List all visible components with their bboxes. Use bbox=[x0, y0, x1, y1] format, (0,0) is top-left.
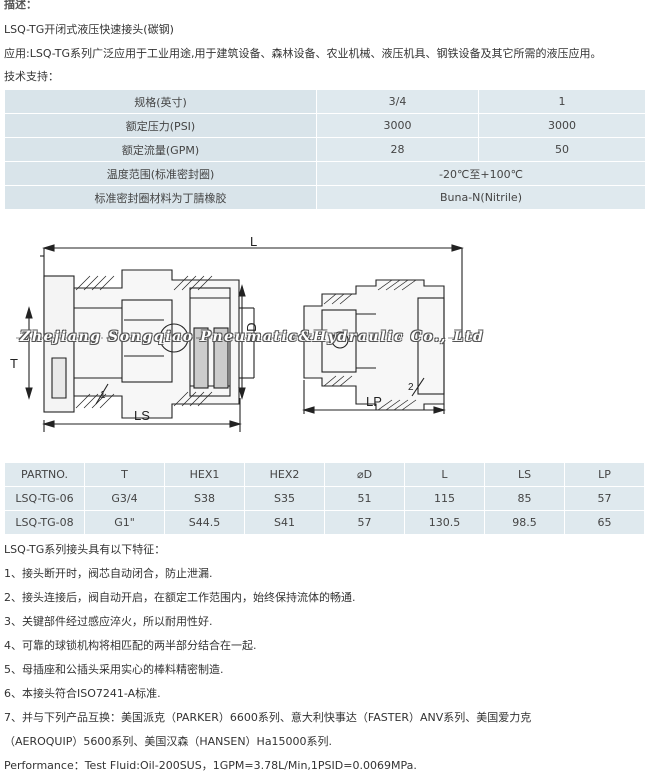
feature-item: 2、接头连接后，阀自动开启，在额定工作范围内，始终保持流体的畅通. bbox=[4, 591, 356, 604]
tech-support-label: 技术支持： bbox=[4, 70, 59, 83]
column-header: L bbox=[404, 462, 485, 487]
title-heading: 描述： bbox=[4, 0, 37, 11]
spec-value: 3000 bbox=[478, 113, 646, 138]
performance-text: Performance：Test Fluid:Oil-200SUS，1GPM=3… bbox=[4, 759, 417, 772]
table-cell: S44.5 bbox=[164, 510, 245, 535]
spec-value: 3/4 bbox=[316, 89, 479, 114]
dim-LP-label: LP bbox=[366, 394, 382, 409]
table-header-row: PARTNO. T HEX1 HEX2 ⌀D L LS LP bbox=[4, 462, 645, 487]
feature-item: 6、本接头符合ISO7241-A标准. bbox=[4, 687, 161, 700]
table-cell: 65 bbox=[564, 510, 645, 535]
spec-value: Buna-N(Nitrile) bbox=[316, 185, 646, 210]
table-row: LSQ-TG-06 G3/4 S38 S35 51 115 85 57 bbox=[4, 486, 645, 511]
column-header: HEX1 bbox=[164, 462, 245, 487]
table-cell: 98.5 bbox=[484, 510, 565, 535]
table-cell: 115 bbox=[404, 486, 485, 511]
part-label-2: 2 bbox=[408, 382, 414, 393]
plug-body bbox=[303, 279, 445, 411]
part-label-1: 1 bbox=[100, 390, 106, 401]
spec-value: 50 bbox=[478, 137, 646, 162]
table-row: 额定压力(PSI) 3000 3000 bbox=[4, 113, 646, 138]
table-cell: S35 bbox=[244, 486, 325, 511]
column-header: PARTNO. bbox=[4, 462, 85, 487]
table-cell: 51 bbox=[324, 486, 405, 511]
table-cell: LSQ-TG-06 bbox=[4, 486, 85, 511]
column-header: LS bbox=[484, 462, 565, 487]
spec-value: 3000 bbox=[316, 113, 479, 138]
spec-value: -20℃至+100℃ bbox=[316, 161, 646, 186]
table-row: 规格(英寸) 3/4 1 bbox=[4, 89, 646, 114]
feature-item: 5、母插座和公插头采用实心的棒料精密制造. bbox=[4, 663, 224, 676]
dim-LS-label: LS bbox=[134, 408, 150, 423]
spec-value: 28 bbox=[316, 137, 479, 162]
feature-item: （AEROQUIP）5600系列、美国汉森（HANSEN）Ha15000系列. bbox=[4, 735, 333, 748]
table-cell: LSQ-TG-08 bbox=[4, 510, 85, 535]
features-intro: LSQ-TG系列接头具有以下特征： bbox=[4, 543, 166, 556]
table-row: LSQ-TG-08 G1" S44.5 S41 57 130.5 98.5 65 bbox=[4, 510, 645, 535]
feature-item: 7、并与下列产品互换：美国派克（PARKER）6600系列、意大利快事达（FAS… bbox=[4, 711, 532, 724]
table-row: 额定流量(GPM) 28 50 bbox=[4, 137, 646, 162]
table-cell: 57 bbox=[564, 486, 645, 511]
spec-value: 1 bbox=[478, 89, 646, 114]
spec-label: 额定压力(PSI) bbox=[4, 113, 317, 138]
product-name: LSQ-TG开闭式液压快速接头(碳钢) bbox=[4, 23, 174, 36]
dim-T-label: T bbox=[10, 356, 18, 371]
column-header: ⌀D bbox=[324, 462, 405, 487]
feature-item: 4、可靠的球锁机构将相匹配的两半部分结合在一起. bbox=[4, 639, 257, 652]
column-header: T bbox=[84, 462, 165, 487]
spec-table: 规格(英寸) 3/4 1 额定压力(PSI) 3000 3000 额定流量(GP… bbox=[4, 89, 646, 210]
table-cell: G3/4 bbox=[84, 486, 165, 511]
table-cell: 85 bbox=[484, 486, 565, 511]
spec-label: 规格(英寸) bbox=[4, 89, 317, 114]
table-cell: S41 bbox=[244, 510, 325, 535]
table-cell: 130.5 bbox=[404, 510, 485, 535]
spec-label: 温度范围(标准密封圈) bbox=[4, 161, 317, 186]
table-row: 温度范围(标准密封圈) -20℃至+100℃ bbox=[4, 161, 646, 186]
spec-label: 额定流量(GPM) bbox=[4, 137, 317, 162]
dim-L-label: L bbox=[250, 234, 257, 249]
table-row: 标准密封圈材料为丁腈橡胶 Buna-N(Nitrile) bbox=[4, 185, 646, 210]
coupling-drawing: L T ØD LS LP 1 2 bbox=[10, 234, 474, 432]
table-cell: G1" bbox=[84, 510, 165, 535]
column-header: LP bbox=[564, 462, 645, 487]
feature-item: 1、接头断开时，阀芯自动闭合，防止泄漏. bbox=[4, 567, 213, 580]
column-header: HEX2 bbox=[244, 462, 325, 487]
table-cell: 57 bbox=[324, 510, 405, 535]
table-cell: S38 bbox=[164, 486, 245, 511]
dim-D-label: ØD bbox=[244, 323, 259, 343]
application-text: 应用:LSQ-TG系列广泛应用于工业用途,用于建筑设备、森林设备、农业机械、液压… bbox=[4, 47, 602, 60]
spec-label: 标准密封圈材料为丁腈橡胶 bbox=[4, 185, 317, 210]
parts-table: PARTNO. T HEX1 HEX2 ⌀D L LS LP LSQ-TG-06… bbox=[4, 462, 645, 535]
feature-item: 3、关键部件经过感应淬火，所以耐用性好. bbox=[4, 615, 213, 628]
